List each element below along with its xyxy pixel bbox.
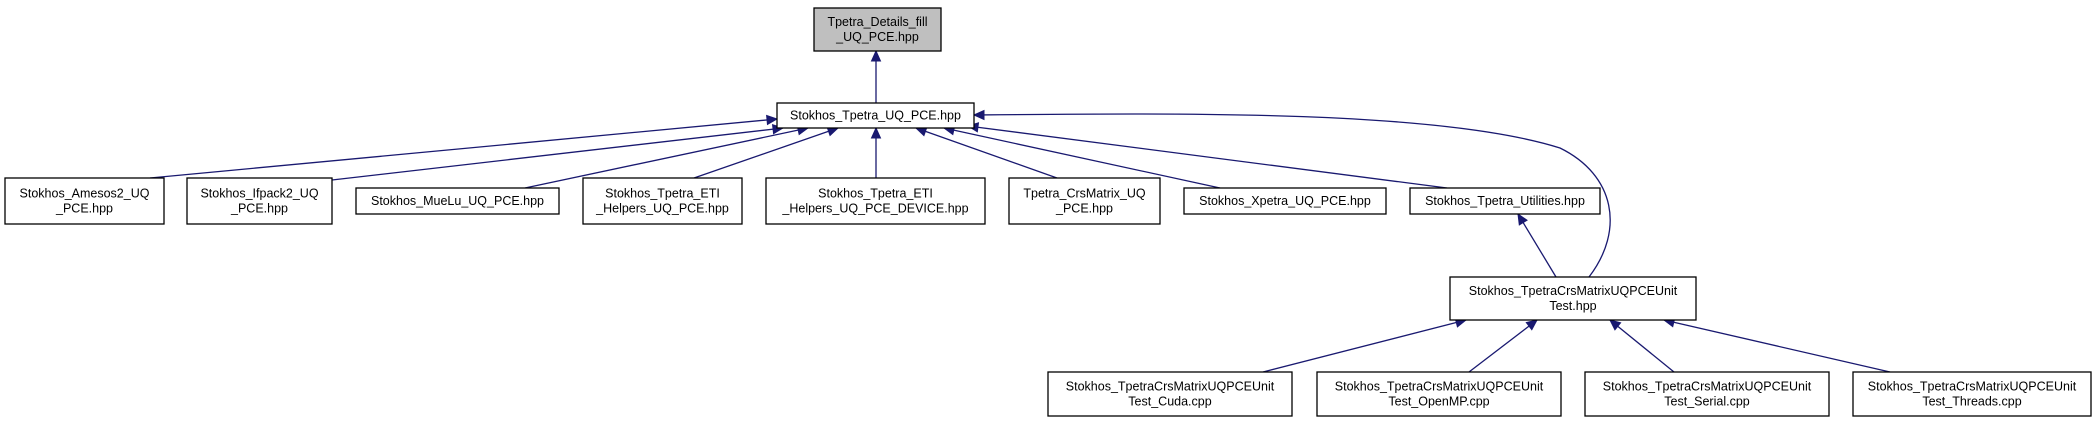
node-label-line: Stokhos_Ifpack2_UQ bbox=[200, 187, 318, 201]
arrow-head-icon bbox=[870, 126, 882, 139]
node-label-line: _Helpers_UQ_PCE.hpp bbox=[595, 202, 729, 216]
edge-eti_helpers-to-uq_pce bbox=[693, 126, 840, 179]
node-threads[interactable]: Stokhos_TpetraCrsMatrixUQPCEUnitTest_Thr… bbox=[1852, 371, 2092, 417]
node-label-line: Stokhos_Tpetra_Utilities.hpp bbox=[1425, 194, 1585, 208]
edge-unittest-to-uq_pce bbox=[972, 109, 1611, 278]
arrow-head-icon bbox=[766, 114, 779, 126]
node-label-line: Stokhos_TpetraCrsMatrixUQPCEUnit bbox=[1603, 380, 1812, 394]
node-label-line: Test_Serial.cpp bbox=[1664, 395, 1750, 409]
node-muelu[interactable]: Stokhos_MueLu_UQ_PCE.hpp bbox=[355, 187, 560, 215]
edge-line bbox=[331, 127, 784, 181]
node-box[interactable] bbox=[1584, 371, 1830, 417]
node-box[interactable] bbox=[186, 177, 333, 225]
node-box[interactable] bbox=[1852, 371, 2092, 417]
node-crsmatrix[interactable]: Tpetra_CrsMatrix_UQ_PCE.hpp bbox=[1008, 177, 1161, 225]
arrow-head-icon bbox=[870, 49, 882, 62]
node-label-line: Stokhos_Tpetra_ETI bbox=[605, 187, 720, 201]
node-label-line: _Helpers_UQ_PCE_DEVICE.hpp bbox=[781, 202, 968, 216]
node-label-line: Test_Threads.cpp bbox=[1922, 395, 2021, 409]
edge-line bbox=[1517, 213, 1557, 278]
node-box[interactable] bbox=[1449, 276, 1697, 321]
nodes-layer: Tpetra_Details_fill_UQ_PCE.hppStokhos_Tp… bbox=[4, 7, 2092, 417]
node-box[interactable] bbox=[355, 187, 560, 215]
edge-openmp-to-unittest bbox=[1468, 319, 1538, 373]
arrow-head-icon bbox=[972, 109, 985, 121]
edge-line bbox=[524, 127, 809, 189]
arrow-head-icon bbox=[1609, 319, 1622, 331]
node-box[interactable] bbox=[1047, 371, 1293, 417]
node-ifpack2[interactable]: Stokhos_Ifpack2_UQ_PCE.hpp bbox=[186, 177, 333, 225]
edge-eti_device-to-uq_pce bbox=[870, 126, 882, 178]
node-box[interactable] bbox=[1316, 371, 1562, 417]
edge-ifpack2-to-uq_pce bbox=[331, 123, 785, 181]
node-label-line: Test_OpenMP.cpp bbox=[1388, 395, 1489, 409]
node-label-line: _PCE.hpp bbox=[230, 202, 288, 216]
edge-threads-to-unittest bbox=[1662, 317, 1891, 373]
node-openmp[interactable]: Stokhos_TpetraCrsMatrixUQPCEUnitTest_Ope… bbox=[1316, 371, 1562, 417]
node-box[interactable] bbox=[776, 102, 975, 129]
node-label-line: _UQ_PCE.hpp bbox=[835, 30, 919, 44]
edges-layer bbox=[149, 49, 1891, 373]
node-box[interactable] bbox=[813, 7, 942, 52]
edge-serial-to-unittest bbox=[1609, 319, 1675, 373]
node-label-line: Tpetra_CrsMatrix_UQ bbox=[1023, 187, 1146, 201]
node-cuda[interactable]: Stokhos_TpetraCrsMatrixUQPCEUnitTest_Cud… bbox=[1047, 371, 1293, 417]
edge-line bbox=[1262, 319, 1467, 373]
node-utilities[interactable]: Stokhos_Tpetra_Utilities.hpp bbox=[1409, 187, 1601, 215]
edge-line bbox=[967, 125, 1448, 189]
node-xpetra[interactable]: Stokhos_Xpetra_UQ_PCE.hpp bbox=[1183, 187, 1387, 215]
node-label-line: Stokhos_TpetraCrsMatrixUQPCEUnit bbox=[1066, 380, 1275, 394]
node-label-line: Test_Cuda.cpp bbox=[1128, 395, 1211, 409]
edge-cuda-to-unittest bbox=[1262, 317, 1468, 373]
edge-line bbox=[1663, 319, 1891, 373]
node-box[interactable] bbox=[582, 177, 743, 225]
node-uq_pce[interactable]: Stokhos_Tpetra_UQ_PCE.hpp bbox=[776, 102, 975, 129]
node-label-line: Stokhos_Tpetra_UQ_PCE.hpp bbox=[790, 109, 961, 123]
edge-line bbox=[1468, 319, 1538, 373]
node-box[interactable] bbox=[765, 177, 986, 225]
edge-uq_pce-to-root bbox=[870, 49, 882, 103]
node-label-line: Tpetra_Details_fill bbox=[827, 15, 927, 29]
node-serial[interactable]: Stokhos_TpetraCrsMatrixUQPCEUnitTest_Ser… bbox=[1584, 371, 1830, 417]
node-box[interactable] bbox=[1008, 177, 1161, 225]
node-label-line: Test.hpp bbox=[1549, 299, 1596, 313]
arrow-head-icon bbox=[1517, 212, 1528, 226]
node-eti_helpers[interactable]: Stokhos_Tpetra_ETI_Helpers_UQ_PCE.hpp bbox=[582, 177, 743, 225]
edge-amesos2-to-uq_pce bbox=[149, 114, 779, 179]
node-label-line: Stokhos_Amesos2_UQ bbox=[20, 187, 150, 201]
edge-line bbox=[1609, 319, 1675, 373]
arrow-head-icon bbox=[1525, 319, 1538, 331]
node-label-line: Stokhos_Tpetra_ETI bbox=[818, 187, 933, 201]
node-label-line: _PCE.hpp bbox=[1055, 202, 1113, 216]
edge-unittest-to-utilities bbox=[1517, 212, 1557, 278]
edge-line bbox=[973, 113, 1611, 278]
node-box[interactable] bbox=[1409, 187, 1601, 215]
node-label-line: Stokhos_Xpetra_UQ_PCE.hpp bbox=[1199, 194, 1371, 208]
node-box[interactable] bbox=[1183, 187, 1387, 215]
node-amesos2[interactable]: Stokhos_Amesos2_UQ_PCE.hpp bbox=[4, 177, 165, 225]
edge-line bbox=[693, 127, 839, 179]
node-root[interactable]: Tpetra_Details_fill_UQ_PCE.hpp bbox=[813, 7, 942, 52]
edge-line bbox=[915, 127, 1058, 179]
node-label-line: _PCE.hpp bbox=[55, 202, 113, 216]
node-label-line: Stokhos_TpetraCrsMatrixUQPCEUnit bbox=[1868, 380, 2077, 394]
node-box[interactable] bbox=[4, 177, 165, 225]
node-label-line: Stokhos_TpetraCrsMatrixUQPCEUnit bbox=[1335, 380, 1544, 394]
node-label-line: Stokhos_MueLu_UQ_PCE.hpp bbox=[371, 194, 544, 208]
edge-line bbox=[943, 127, 1221, 189]
node-label-line: Stokhos_TpetraCrsMatrixUQPCEUnit bbox=[1469, 284, 1678, 298]
edge-line bbox=[149, 118, 778, 179]
node-eti_device[interactable]: Stokhos_Tpetra_ETI_Helpers_UQ_PCE_DEVICE… bbox=[765, 177, 986, 225]
